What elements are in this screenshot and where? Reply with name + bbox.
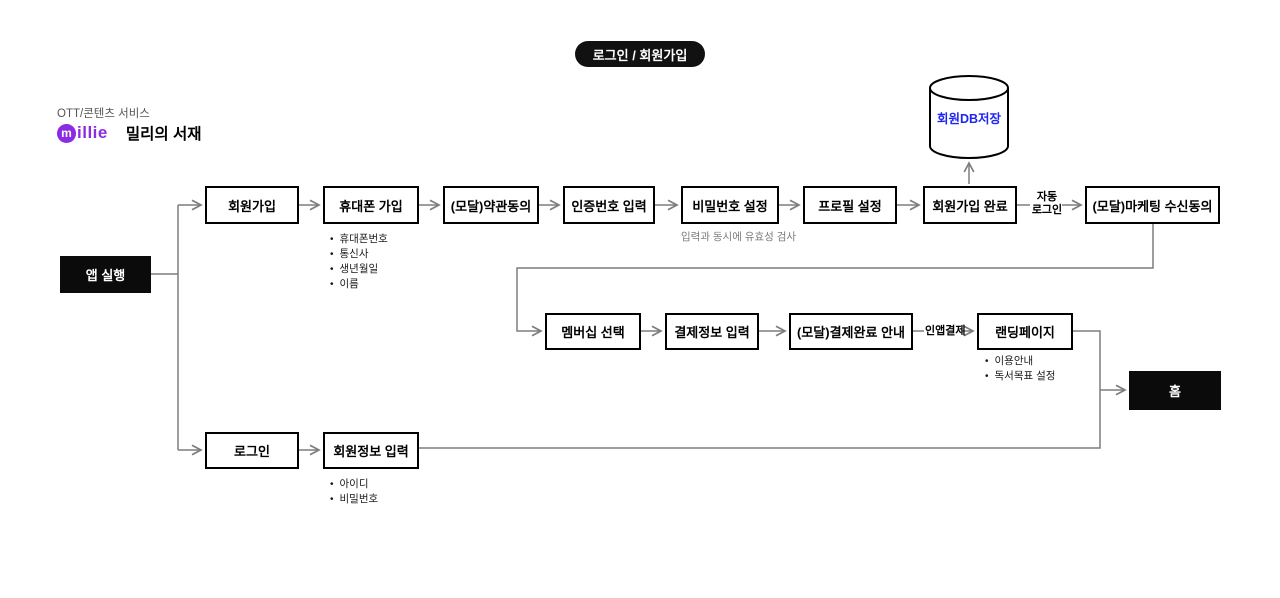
page-title-badge: 로그인 / 회원가입: [575, 41, 705, 67]
node-landing-page: 랜딩페이지: [977, 313, 1073, 350]
db-node-label: 회원DB저장: [936, 112, 1002, 126]
note-landing-page-items: 이용안내 독서목표 설정: [985, 354, 1056, 384]
node-app-start: 앱 실행: [60, 256, 151, 293]
node-marketing-consent-modal: (모달)마케팅 수신동의: [1085, 186, 1220, 224]
service-category-label: OTT/콘텐츠 서비스: [57, 108, 150, 120]
node-signup: 회원가입: [205, 186, 299, 224]
node-login: 로그인: [205, 432, 299, 469]
cylinder-shape-icon: [929, 75, 1009, 159]
note-item: 휴대폰번호: [330, 232, 388, 247]
node-terms-modal: (모달)약관동의: [443, 186, 539, 224]
edge-label-auto-login-line1: 자동: [1036, 191, 1058, 203]
brand-header: m illie 밀리의 서재: [57, 122, 201, 144]
edge-label-auto-login-line2: 로그인: [1031, 204, 1063, 216]
note-item: 독서목표 설정: [985, 369, 1056, 384]
node-signup-complete: 회원가입 완료: [923, 186, 1017, 224]
note-item: 이용안내: [985, 354, 1055, 369]
note-item: 통신사: [330, 247, 388, 262]
node-payment-complete-modal: (모달)결제완료 안내: [789, 313, 913, 350]
node-verification-code: 인증번호 입력: [563, 186, 655, 224]
app-name: 밀리의 서재: [125, 126, 202, 143]
note-item: 이름: [330, 277, 388, 292]
note-item: 생년월일: [330, 262, 388, 277]
node-payment-info: 결제정보 입력: [665, 313, 759, 350]
millie-logo-wordmark: illie: [77, 123, 108, 142]
node-membership-select: 멤버십 선택: [545, 313, 641, 350]
note-phone-signup-fields: 휴대폰번호 통신사 생년월일 이름: [330, 232, 388, 292]
note-password-validation: 입력과 동시에 유효성 검사: [681, 231, 797, 243]
edge-label-auto-login: 자동 로그인: [1028, 191, 1066, 217]
edge-label-in-app-payment: 인앱결제: [925, 325, 966, 337]
note-item: 비밀번호: [330, 492, 379, 507]
node-profile-setup: 프로필 설정: [803, 186, 897, 224]
node-password-setup: 비밀번호 설정: [681, 186, 779, 224]
node-phone-signup: 휴대폰 가입: [323, 186, 419, 224]
node-home: 홈: [1129, 371, 1221, 410]
node-member-info-input: 회원정보 입력: [323, 432, 419, 469]
note-login-fields: 아이디 비밀번호: [330, 477, 379, 507]
db-cylinder: 회원DB저장: [928, 74, 1010, 160]
note-item: 아이디: [330, 477, 378, 492]
millie-logo-icon: m: [57, 123, 76, 143]
